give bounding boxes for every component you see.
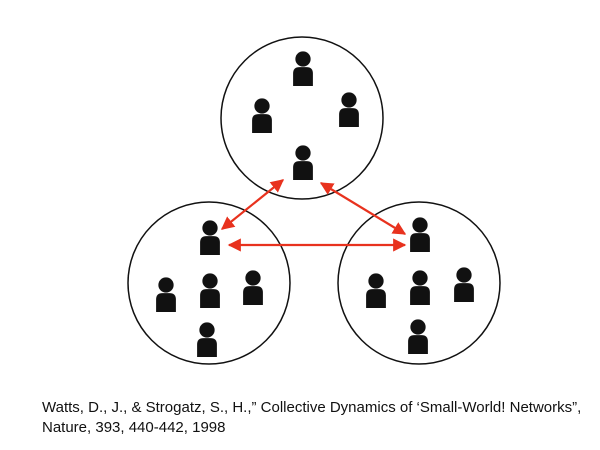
cluster-right-boundary <box>337 201 501 365</box>
cluster-top <box>220 36 384 200</box>
person-icon <box>200 220 220 255</box>
small-world-network-diagram <box>127 36 501 365</box>
link-top-right <box>319 182 407 235</box>
citation: Watts, D., J., & Strogatz, S., H.,” Coll… <box>42 398 592 438</box>
person-icon <box>410 270 430 305</box>
person-icon <box>293 145 313 180</box>
person-icon <box>197 322 217 357</box>
person-icon <box>243 270 263 305</box>
cluster-right <box>337 201 501 365</box>
person-icon <box>410 217 430 252</box>
cluster-left-boundary <box>127 201 291 365</box>
cluster-top-boundary <box>220 36 384 200</box>
person-icon <box>408 319 428 354</box>
person-icon <box>200 273 220 308</box>
person-icon <box>366 273 386 308</box>
person-icon <box>454 267 474 302</box>
person-icon <box>339 92 359 127</box>
link-top-left <box>220 179 285 230</box>
cluster-left <box>127 201 291 365</box>
citation-line-2: Nature, 393, 440-442, 1998 <box>42 419 226 436</box>
person-icon <box>252 98 272 133</box>
person-icon <box>156 277 176 312</box>
citation-line-1: Watts, D., J., & Strogatz, S., H.,” Coll… <box>42 399 582 416</box>
person-icon <box>293 51 313 86</box>
